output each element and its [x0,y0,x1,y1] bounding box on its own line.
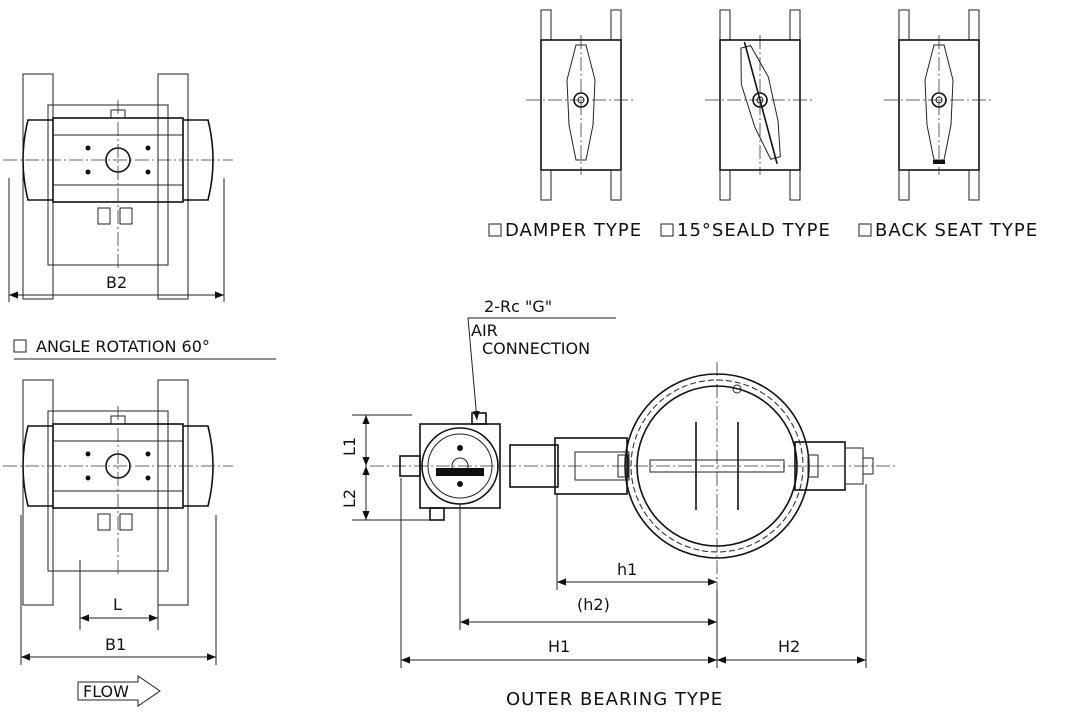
damper-type-label: DAMPER TYPE [505,220,642,241]
svg-text:L1: L1 [340,437,359,456]
svg-text:L: L [113,595,122,614]
dimension-l1-l2: L1 L2 [340,414,430,521]
svg-text:(h2): (h2) [577,595,610,614]
air-connection-callout: 2-Rc "G" AIR CONNECTION [467,297,616,421]
main-view-title: OUTER BEARING TYPE [506,689,723,710]
dimension-l: L [79,560,159,630]
dimension-h2-small: (h2) [459,504,717,630]
sealed-type-section [704,9,816,201]
dimension-h2: H2 [717,484,867,668]
svg-text:H1: H1 [548,637,570,656]
dimension-h1: H1 [400,478,718,668]
flow-label: FLOW [83,682,129,701]
back-seat-type-label: BACK SEAT TYPE [875,220,1038,241]
svg-text:AIR: AIR [471,321,498,340]
flow-indicator: FLOW [77,675,161,707]
actuator-bottom-view [2,379,234,606]
svg-text:h1: h1 [617,560,637,579]
svg-text:H2: H2 [778,637,800,656]
svg-text:B2: B2 [106,273,127,292]
sealed-type-label: 15°SEALD TYPE [677,220,831,241]
back-seat-type-checkbox [858,223,872,237]
section-type-options: DAMPER TYPE 15°SEALD TYPE BACK SEAT TYPE [488,220,1038,241]
svg-text:CONNECTION: CONNECTION [482,339,590,358]
back-seat-type-section [883,9,995,201]
svg-text:L2: L2 [340,489,359,508]
svg-text:B1: B1 [105,635,126,654]
angle-rotation-label: ANGLE ROTATION 60° [36,337,210,356]
dimension-h1-small: h1 [556,494,717,590]
outer-bearing-main-view [370,362,895,590]
angle-rotation-option: ANGLE ROTATION 60° [13,337,276,360]
damper-type-section [525,9,637,201]
dimension-b2: B2 [8,178,225,302]
angle-rotation-checkbox [13,339,27,353]
damper-type-checkbox [488,223,502,237]
sealed-type-checkbox [660,223,674,237]
air-port-label: 2-Rc "G" [484,297,552,316]
dimension-b1: B1 [20,515,217,665]
actuator-top-view [2,73,234,300]
